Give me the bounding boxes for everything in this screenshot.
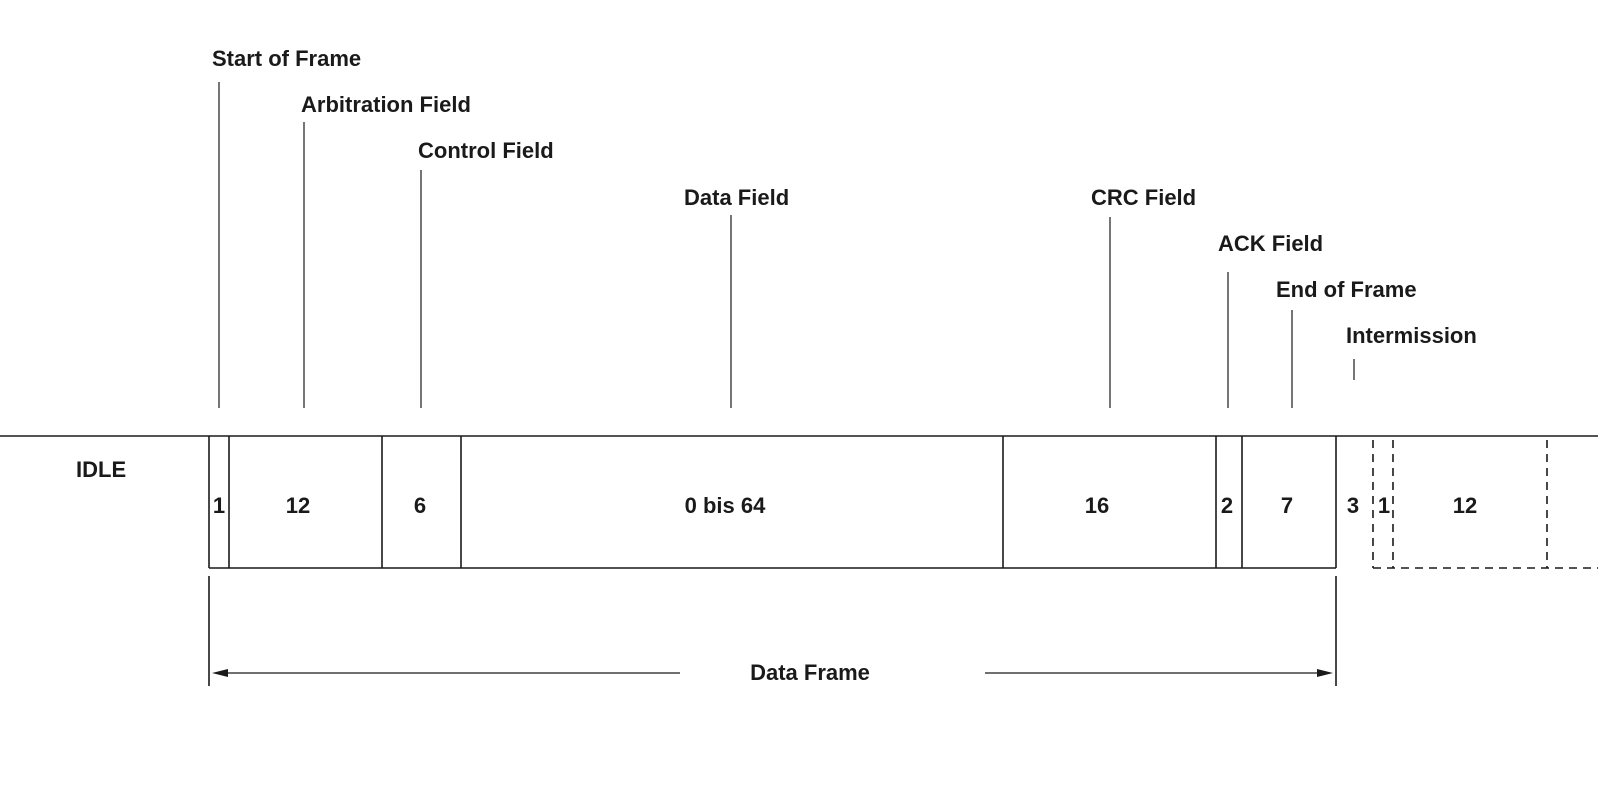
label-ack-field: ACK Field xyxy=(1218,231,1323,256)
segment-next-arbitration-bits: 12 xyxy=(1453,493,1477,518)
segment-control-bits: 6 xyxy=(414,493,426,518)
data-frame-span-bracket xyxy=(208,576,1337,686)
segment-crc-bits: 16 xyxy=(1085,493,1109,518)
segment-eof-bits: 7 xyxy=(1281,493,1293,518)
arrowhead-right-icon xyxy=(1317,669,1333,677)
segment-intermission-bits: 3 xyxy=(1347,493,1359,518)
label-start-of-frame: Start of Frame xyxy=(212,46,361,71)
segment-sof-bits: 1 xyxy=(213,493,225,518)
label-data-frame: Data Frame xyxy=(750,660,870,685)
label-intermission: Intermission xyxy=(1346,323,1477,348)
label-arbitration-field: Arbitration Field xyxy=(301,92,471,117)
segment-next-sof-bits: 1 xyxy=(1378,493,1390,518)
label-crc-field: CRC Field xyxy=(1091,185,1196,210)
segment-data-bits: 0 bis 64 xyxy=(685,493,766,518)
label-idle: IDLE xyxy=(76,457,126,482)
label-end-of-frame: End of Frame xyxy=(1276,277,1417,302)
segment-ack-bits: 2 xyxy=(1221,493,1233,518)
label-data-field: Data Field xyxy=(684,185,789,210)
label-control-field: Control Field xyxy=(418,138,554,163)
next-frame-dashed xyxy=(1372,440,1598,569)
data-frame-fields xyxy=(208,436,1337,569)
segment-arbitration-bits: 12 xyxy=(286,493,310,518)
arrowhead-left-icon xyxy=(212,669,228,677)
